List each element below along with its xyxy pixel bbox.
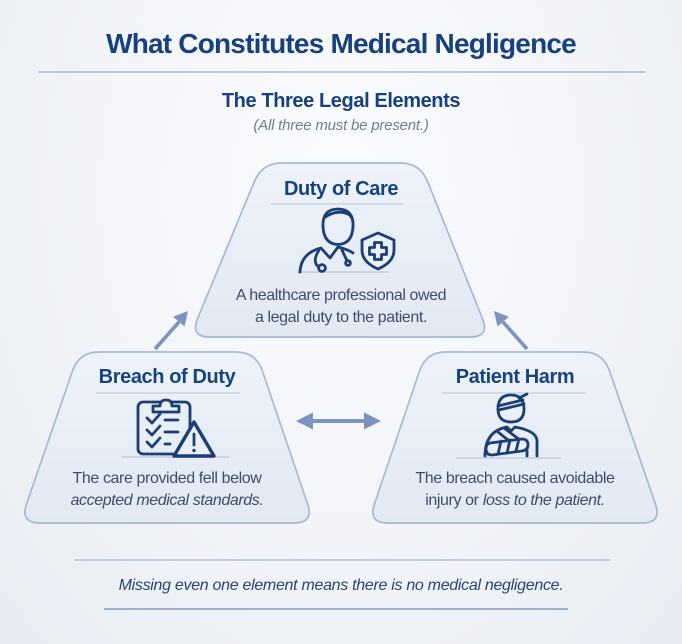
subtitle: The Three Legal Elements — [221, 90, 461, 112]
duty-card-shape — [194, 162, 486, 338]
breach-line1: The care provided fell below — [72, 470, 262, 487]
duty-card-title: Duty of Care — [283, 178, 399, 200]
harm-line1: The breach caused avoidable — [415, 470, 615, 487]
clipboard-warning-icon — [136, 398, 216, 458]
doctor-with-shield-icon — [298, 207, 396, 274]
harm-card-title: Patient Harm — [455, 366, 575, 388]
footer-note: Missing even one element means there is … — [118, 577, 564, 594]
breach-card-title: Breach of Duty — [98, 366, 236, 388]
breach-line2: accepted medical standards. — [70, 491, 264, 509]
subtitle-note: (All three must be present.) — [253, 117, 429, 134]
duty-card-text: A healthcare professional owed a legal d… — [191, 285, 491, 328]
up-right-arrow — [153, 311, 188, 351]
page-title: What Constitutes Medical Negligence — [106, 28, 577, 59]
breach-card-shape — [24, 351, 310, 524]
duty-line1: A healthcare professional owed — [235, 287, 447, 304]
duty-line2: a legal duty to the patient. — [254, 308, 428, 326]
injured-patient-icon — [483, 392, 539, 458]
up-left-arrow — [494, 311, 529, 351]
breach-card-text: The care provided fell below accepted me… — [17, 468, 317, 511]
double-headed-arrow — [296, 412, 381, 430]
